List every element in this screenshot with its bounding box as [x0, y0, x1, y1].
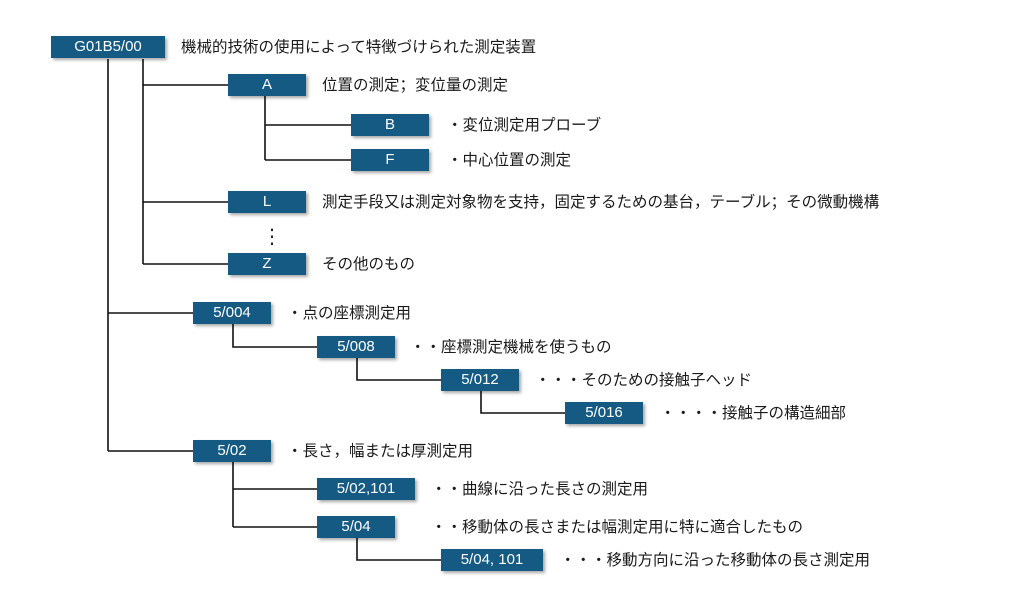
node-b: B — [351, 114, 429, 136]
connector-5008-to-5012 — [356, 358, 441, 381]
connector-504-to-504101 — [356, 538, 441, 561]
connector-5004-to-5008 — [232, 324, 317, 348]
node-a: A — [228, 74, 306, 96]
node-l: L — [228, 191, 306, 213]
desc-5-004: ・点の座標測定用 — [287, 304, 412, 322]
desc-5-04: ・・移動体の長さまたは幅測定用に特に適合したもの — [431, 518, 804, 536]
node-5-04: 5/04 — [317, 516, 395, 538]
desc-5-02: ・長さ，幅または厚測定用 — [287, 442, 474, 460]
desc-z: その他のもの — [322, 255, 416, 273]
desc-5-02-101: ・・曲線に沿った長さの測定用 — [431, 480, 649, 498]
desc-5-04-101: ・・・移動方向に沿った移動体の長さ測定用 — [560, 551, 871, 569]
desc-5-012: ・・・そのための接触子ヘッド — [535, 371, 753, 389]
desc-l: 測定手段又は測定対象物を支持，固定するための基台，テーブル；その微動機構 — [322, 193, 880, 211]
node-g01b5-00: G01B5/00 — [51, 36, 165, 58]
desc-f: ・中心位置の測定 — [447, 151, 572, 169]
node-5-02: 5/02 — [193, 440, 271, 462]
desc-5-016: ・・・・接触子の構造細部 — [660, 404, 847, 422]
vertical-ellipsis: ⋮ — [262, 224, 282, 248]
node-5-008: 5/008 — [317, 336, 395, 358]
desc-5-008: ・・座標測定機械を使うもの — [410, 338, 612, 356]
desc-a: 位置の測定；変位量の測定 — [322, 76, 509, 94]
connector-5012-to-5016 — [480, 391, 565, 414]
connector-a-to-b-f — [264, 96, 351, 161]
node-f: F — [351, 149, 429, 171]
node-5-016: 5/016 — [565, 402, 643, 424]
desc-g01b5-00: 機械的技術の使用によって特徴づけられた測定装置 — [181, 38, 537, 56]
desc-b: ・変位測定用プローブ — [447, 116, 602, 134]
node-5-04-101: 5/04, 101 — [441, 549, 543, 571]
node-5-02-101: 5/02,101 — [317, 478, 415, 500]
node-5-012: 5/012 — [441, 369, 519, 391]
connector-502-to-children — [232, 462, 317, 528]
node-z: Z — [228, 253, 306, 275]
node-5-004: 5/004 — [193, 302, 271, 324]
